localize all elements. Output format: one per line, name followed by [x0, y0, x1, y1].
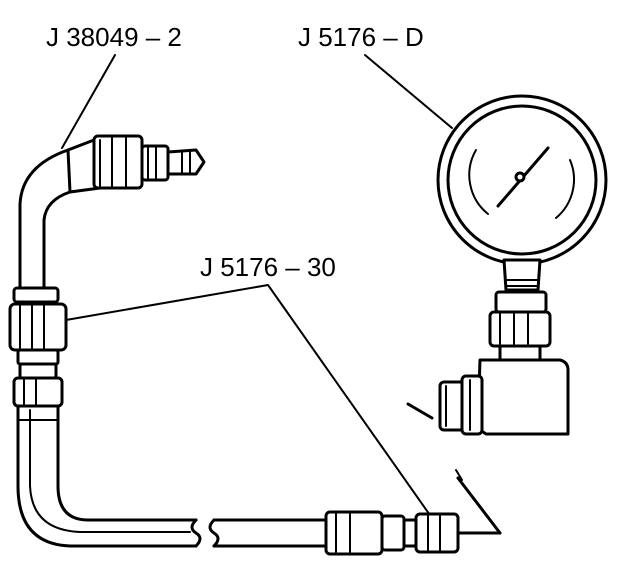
label-j38049-2: J 38049 – 2: [46, 22, 182, 52]
pressure-gauge: [436, 94, 608, 292]
top-quick-connect-fitting: [66, 134, 206, 194]
gauge-scale-right: [555, 159, 575, 219]
lower-hose: [16, 404, 330, 548]
leader-j5176-d: [364, 54, 453, 129]
upper-hose: [18, 148, 72, 294]
label-j5176-d: J 5176 – D: [298, 22, 424, 52]
leader-j38049-2: [61, 54, 116, 149]
gauge-scale-left: [468, 149, 489, 215]
middle-coupler: [8, 286, 68, 408]
leader-j5176-30: [65, 284, 433, 519]
bottom-fitting: [324, 510, 502, 556]
gauge-fittings: [438, 290, 570, 436]
leader-lines: [61, 54, 453, 519]
gauge-pivot: [514, 171, 526, 183]
label-j5176-30: J 5176 – 30: [200, 252, 336, 282]
connection-dash: [455, 469, 463, 481]
